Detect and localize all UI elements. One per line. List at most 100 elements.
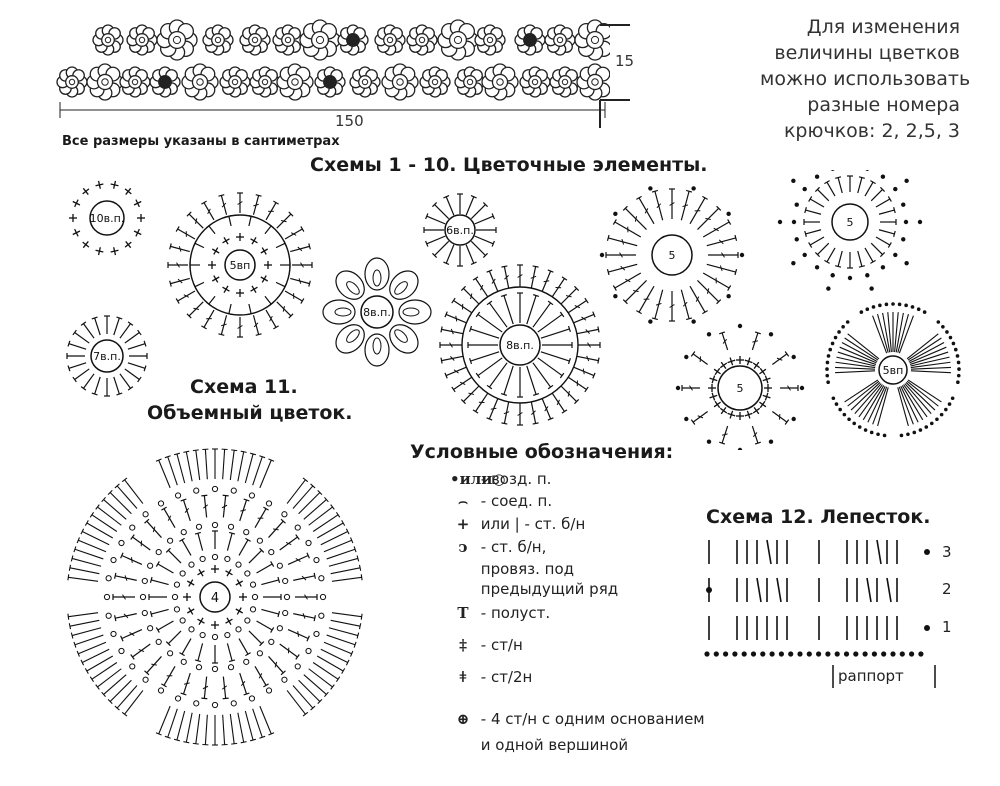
double-crochet (488, 362, 508, 388)
stitch-bar (530, 275, 537, 279)
chain-stitch (155, 638, 162, 645)
stitch-top (469, 325, 473, 332)
legend-symbol: + (456, 515, 470, 533)
stitch-top (72, 376, 77, 383)
chain-stitch (599, 252, 605, 258)
chain-stitch (675, 385, 681, 391)
double-crochet (208, 225, 216, 235)
double-crochet (157, 620, 174, 631)
stitch-top (114, 615, 117, 622)
legend-text: и одной вершиной (476, 736, 629, 754)
stitch-top (300, 226, 305, 232)
stitch-bar (722, 338, 728, 344)
petal-stitch (908, 342, 945, 362)
height-dimension-line (599, 24, 630, 128)
stitch-top (719, 331, 726, 335)
double-crochet (256, 563, 273, 574)
outer-petal-stitch (82, 648, 110, 664)
single-crochet (753, 361, 760, 369)
chain-stitch (281, 676, 288, 683)
single-crochet (97, 247, 101, 256)
chain-stitch (180, 529, 187, 536)
stitch-top (425, 213, 429, 220)
stitch-top (612, 219, 617, 225)
stitch-top (547, 269, 554, 273)
outer-petal-stitch (326, 548, 356, 560)
double-crochet (477, 313, 503, 333)
stitch-top (165, 641, 171, 647)
petal-stitch (876, 313, 889, 353)
double-crochet (870, 242, 883, 255)
stitch-bar (122, 594, 126, 600)
stitch-top (636, 195, 642, 200)
outer-petal-stitch (71, 557, 102, 567)
flower-motif (86, 63, 124, 101)
flower-motif (156, 19, 198, 61)
stitch-top (248, 215, 255, 218)
outer-petal-stitch (91, 514, 118, 532)
petal-row (708, 616, 898, 640)
single-crochet (226, 617, 232, 626)
stitch-top (345, 528, 350, 535)
chain-stitch (129, 663, 136, 670)
chain-stitch (893, 252, 898, 258)
center-label: 10в.п. (90, 212, 125, 225)
stitch-bar (504, 275, 509, 280)
outer-petal-stitch (124, 479, 144, 504)
single-crochet (759, 368, 767, 375)
stitch-top (288, 313, 294, 319)
center-label: 5вп (883, 364, 904, 377)
chain-stitch (956, 380, 960, 384)
chain-stitch (831, 396, 836, 401)
chain-stitch (737, 323, 743, 329)
flower-motif (299, 19, 341, 61)
stitch-top (164, 455, 171, 459)
stitch-bar (565, 295, 572, 298)
stitch-top (201, 697, 208, 700)
single-crochet (260, 276, 269, 282)
stitch-bar (480, 284, 484, 291)
flower-motif (381, 63, 419, 101)
scheme-12-petal-diagram (704, 539, 936, 688)
stitch-top (250, 452, 257, 456)
stitch-bar (634, 216, 638, 222)
legend-title: Условные обозначения: (410, 441, 674, 463)
stitch-top (482, 201, 489, 208)
stitch-top (491, 213, 495, 220)
chain-stitch (825, 367, 829, 371)
stitch-bar (301, 575, 307, 581)
chain-stitch (179, 617, 186, 624)
chain-stitch (799, 385, 805, 391)
stitch-bar (787, 385, 791, 391)
chain-stitch (129, 524, 136, 531)
petal-stitch (907, 379, 942, 403)
single-crochet (709, 377, 718, 382)
outer-petal-stitch (116, 485, 138, 509)
double-crochet (167, 549, 182, 564)
stitch-top (192, 742, 199, 745)
stitch-top (280, 518, 286, 524)
stitch-top (784, 351, 790, 357)
stitch-top (341, 668, 346, 674)
stitch-top (201, 200, 207, 205)
motif-1: 10в.п. (69, 180, 145, 256)
stitch-top (245, 652, 251, 657)
legend-symbol: ‡ (459, 636, 467, 654)
chain-stitch (211, 633, 219, 641)
stitch-top (734, 234, 738, 241)
cluster-stitch (394, 281, 408, 295)
stitch-bar (221, 323, 227, 327)
chain-stitch (862, 651, 868, 657)
outer-petal-stitch (176, 710, 186, 741)
stitch-top (169, 243, 172, 250)
double-crochet (197, 533, 204, 551)
outer-petal-stitch (286, 479, 306, 504)
center-ring (831, 203, 869, 241)
stitch-bar (752, 340, 759, 343)
stitch-top (559, 372, 565, 379)
chain-stitch (891, 302, 895, 306)
stitch-top (444, 372, 448, 379)
stitch-top (547, 417, 554, 421)
stitch-bar (625, 278, 631, 283)
stitch-top (858, 176, 865, 179)
